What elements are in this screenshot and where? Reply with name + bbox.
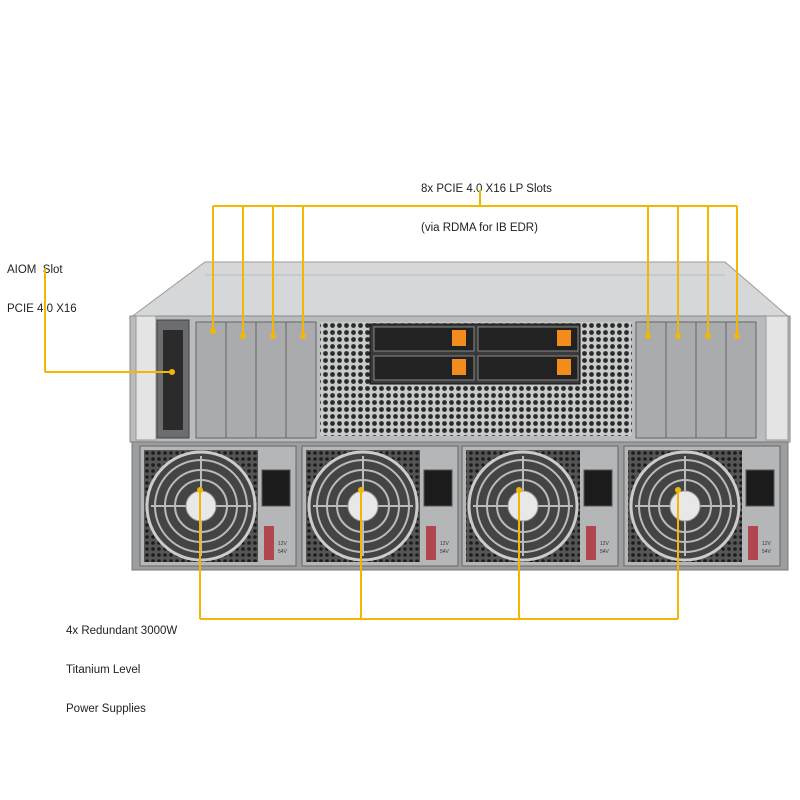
power-inlet[interactable] bbox=[583, 469, 613, 507]
power-inlet[interactable] bbox=[423, 469, 453, 507]
psu-voltage-label: 12V bbox=[278, 541, 288, 547]
psu-release-handle[interactable] bbox=[748, 526, 758, 560]
left-handle bbox=[135, 315, 157, 441]
drive-latch[interactable] bbox=[557, 359, 571, 375]
drive-bays bbox=[369, 323, 581, 385]
pcie-slots-callout-label: 8x PCIE 4.0 X16 LP Slots (via RDMA for I… bbox=[421, 157, 552, 248]
right-handle bbox=[765, 315, 789, 441]
psu-voltage-label: 54V bbox=[440, 549, 450, 555]
psu-release-handle[interactable] bbox=[264, 526, 274, 560]
psu-voltage-label: 54V bbox=[600, 549, 610, 555]
psu-voltage-label: 54V bbox=[762, 549, 772, 555]
drive-latch[interactable] bbox=[557, 330, 571, 346]
power-inlet[interactable] bbox=[261, 469, 291, 507]
pcie-label-line1: 8x PCIE 4.0 X16 LP Slots bbox=[421, 183, 552, 195]
psu-release-handle[interactable] bbox=[586, 526, 596, 560]
psu-voltage-label: 54V bbox=[278, 549, 288, 555]
drive-latch[interactable] bbox=[452, 330, 466, 346]
callout-lines bbox=[44, 190, 738, 620]
psu-voltage-label: 12V bbox=[440, 541, 450, 547]
aiom-label-line2: PCIE 4.0 X16 bbox=[7, 303, 77, 315]
psu-label-line2: Titanium Level bbox=[66, 664, 141, 676]
aiom-callout-label: AIOM Slot PCIE 4.0 X16 bbox=[7, 238, 77, 329]
psu-voltage-label: 12V bbox=[600, 541, 610, 547]
power-inlet[interactable] bbox=[745, 469, 775, 507]
pcie-label-line2: (via RDMA for IB EDR) bbox=[421, 222, 538, 234]
aiom-label-line1: AIOM Slot bbox=[7, 264, 63, 276]
pcie-slots-right bbox=[635, 321, 757, 439]
psu-voltage-label: 12V bbox=[762, 541, 772, 547]
psu-label-line3: Power Supplies bbox=[66, 703, 146, 715]
drive-latch[interactable] bbox=[452, 359, 466, 375]
chassis-top bbox=[128, 261, 792, 319]
pcie-slots-left bbox=[195, 321, 317, 439]
psu-callout-label: 4x Redundant 3000W Titanium Level Power … bbox=[66, 599, 177, 729]
psu-label-line1: 4x Redundant 3000W bbox=[66, 625, 178, 637]
psu-release-handle[interactable] bbox=[426, 526, 436, 560]
